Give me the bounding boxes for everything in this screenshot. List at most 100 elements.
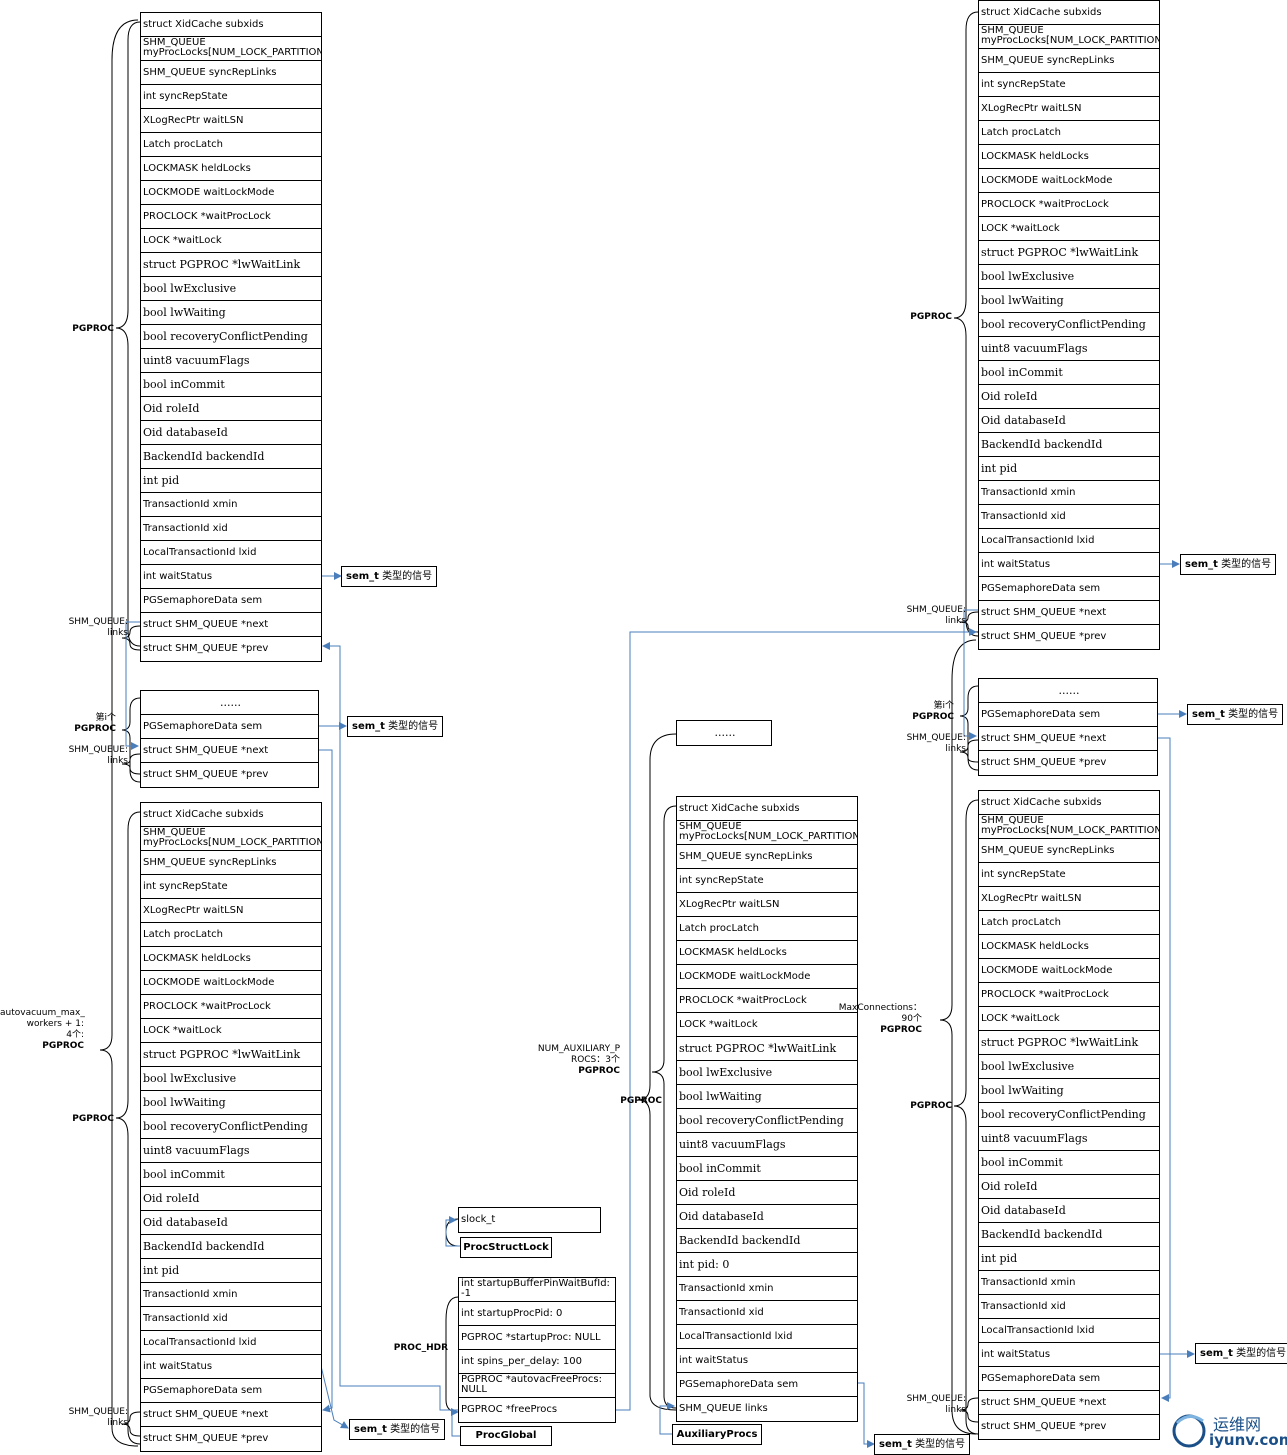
field-cell: LocalTransactionId lxid xyxy=(979,1319,1159,1343)
field-cell: bool lwWaiting xyxy=(979,1079,1159,1103)
dots-cell: ...... xyxy=(714,726,736,739)
field-cell: int waitStatus xyxy=(979,1343,1159,1367)
field-cell: int syncRepState xyxy=(979,73,1159,97)
field-cell: PROCLOCK *waitProcLock xyxy=(141,995,321,1019)
field-cell: PGSemaphoreData sem xyxy=(677,1373,857,1397)
field-cell: struct SHM_QUEUE *next xyxy=(979,601,1159,625)
field-cell: int pid xyxy=(979,1247,1159,1271)
field-cell: SHM_QUEUE syncRepLinks xyxy=(141,851,321,875)
pgproc-label: PGPROC xyxy=(620,1096,662,1106)
field-cell: LocalTransactionId lxid xyxy=(141,541,321,565)
field-cell: bool lwWaiting xyxy=(979,289,1159,313)
field-cell: int waitStatus xyxy=(141,1355,321,1379)
field-cell: Oid databaseId xyxy=(141,1211,321,1235)
field-cell: LOCKMASK heldLocks xyxy=(979,935,1159,959)
field-cell: SHM_QUEUE myProcLocks[NUM_LOCK_PARTITION… xyxy=(141,37,321,61)
field-cell: bool inCommit xyxy=(141,1163,321,1187)
field-cell: struct SHM_QUEUE *prev xyxy=(981,1421,1107,1432)
field-cell: int pid xyxy=(141,469,321,493)
field-cell: TransactionId xid xyxy=(141,517,321,541)
field-cell: int syncRepState xyxy=(979,863,1159,887)
field-cell: bool inCommit xyxy=(677,1157,857,1181)
field-cell: TransactionId xid xyxy=(979,505,1159,529)
field-cell: Oid roleId xyxy=(141,397,321,421)
field-cell: TransactionId xid xyxy=(141,1307,321,1331)
field-cell: struct SHM_QUEUE *prev xyxy=(981,757,1107,768)
field-cell: bool recoveryConflictPending xyxy=(141,1115,321,1139)
field-cell: struct PGPROC *lwWaitLink xyxy=(677,1037,857,1061)
field-cell: PGSemaphoreData sem xyxy=(141,589,321,613)
field-cell: uint8 vacuumFlags xyxy=(979,337,1159,361)
pgproc-label: PGPROC xyxy=(910,1101,952,1111)
field-cell: int waitStatus xyxy=(979,553,1159,577)
sem-note: sem_t 类型的信号 xyxy=(341,566,438,587)
field-cell: LocalTransactionId lxid xyxy=(677,1325,857,1349)
field-cell: SHM_QUEUE syncRepLinks xyxy=(141,61,321,85)
field-cell: SHM_QUEUE myProcLocks[NUM_LOCK_PARTITION… xyxy=(979,25,1159,49)
field-cell: TransactionId xmin xyxy=(677,1277,857,1301)
field-cell: int syncRepState xyxy=(677,869,857,893)
field-cell: bool lwExclusive xyxy=(979,265,1159,289)
field-cell: Latch procLatch xyxy=(141,133,321,157)
field-cell: PGPROC *startupProc: NULL xyxy=(459,1326,615,1350)
field-cell: LocalTransactionId lxid xyxy=(141,1331,321,1355)
logo-en: iyunv.com xyxy=(1209,1431,1287,1449)
field-cell: Oid roleId xyxy=(979,1175,1159,1199)
logo-cn: 运维网 xyxy=(1213,1415,1262,1434)
field-cell: LOCKMODE waitLockMode xyxy=(979,169,1159,193)
field-cell: Oid roleId xyxy=(677,1181,857,1205)
field-cell: SHM_QUEUE myProcLocks[NUM_LOCK_PARTITION… xyxy=(677,821,857,845)
field-cell: struct PGPROC *lwWaitLink xyxy=(141,1043,321,1067)
field-cell: Oid databaseId xyxy=(141,421,321,445)
pgproc-label: PGPROC xyxy=(72,1114,114,1124)
field-cell: SHM_QUEUE myProcLocks[NUM_LOCK_PARTITION… xyxy=(979,815,1159,839)
field-cell: uint8 vacuumFlags xyxy=(979,1127,1159,1151)
field-cell: SHM_QUEUE syncRepLinks xyxy=(979,839,1159,863)
sem-note: sem_t 类型的信号 xyxy=(874,1434,971,1455)
field-cell: TransactionId xmin xyxy=(141,1283,321,1307)
field-cell: LOCKMASK heldLocks xyxy=(141,947,321,971)
watermark-logo: 运维网 iyunv.com xyxy=(1169,1409,1287,1451)
field-cell: TransactionId xmin xyxy=(141,493,321,517)
field-cell: int syncRepState xyxy=(141,85,321,109)
field-cell: struct SHM_QUEUE *prev xyxy=(143,643,269,654)
field-cell: bool lwExclusive xyxy=(979,1055,1159,1079)
field-cell: LOCK *waitLock xyxy=(979,1007,1159,1031)
slock-box: slock_t xyxy=(458,1207,601,1233)
field-cell: Latch procLatch xyxy=(141,923,321,947)
shm-queue-links-label: SHM_QUEUE:links xyxy=(68,745,128,766)
field-cell: BackendId backendId xyxy=(677,1229,857,1253)
shm-queue-links-label: SHM_QUEUE:links xyxy=(906,605,966,626)
field-cell: SHM_QUEUE myProcLocks[NUM_LOCK_PARTITION… xyxy=(141,827,321,851)
field-cell: TransactionId xmin xyxy=(979,481,1159,505)
field-cell: bool recoveryConflictPending xyxy=(979,313,1159,337)
slock-cell: slock_t xyxy=(461,1214,496,1225)
field-cell: bool lwWaiting xyxy=(141,301,321,325)
field-cell: Oid roleId xyxy=(141,1187,321,1211)
field-cell: XLogRecPtr waitLSN xyxy=(979,887,1159,911)
pgproc-label: PGPROC xyxy=(72,324,114,334)
field-cell: BackendId backendId xyxy=(979,1223,1159,1247)
pgproc-label: PGPROC xyxy=(910,312,952,322)
field-cell: LOCKMODE waitLockMode xyxy=(677,965,857,989)
field-cell: struct SHM_QUEUE *next xyxy=(141,613,321,637)
field-cell: PGSemaphoreData sem xyxy=(141,715,318,739)
field-cell: LOCK *waitLock xyxy=(677,1013,857,1037)
field-cell: bool lwExclusive xyxy=(677,1061,857,1085)
field-cell: PGPROC *autovacFreeProcs: NULL xyxy=(459,1374,615,1398)
field-cell: struct XidCache subxids xyxy=(677,797,857,821)
shm-queue-links-label: SHM_QUEUE:links xyxy=(68,1407,128,1428)
auxiliary-procs-label: AuxiliaryProcs xyxy=(672,1424,762,1445)
field-cell: LOCK *waitLock xyxy=(141,1019,321,1043)
field-cell: int spins_per_delay: 100 xyxy=(459,1350,615,1374)
field-cell: PROCLOCK *waitProcLock xyxy=(979,983,1159,1007)
